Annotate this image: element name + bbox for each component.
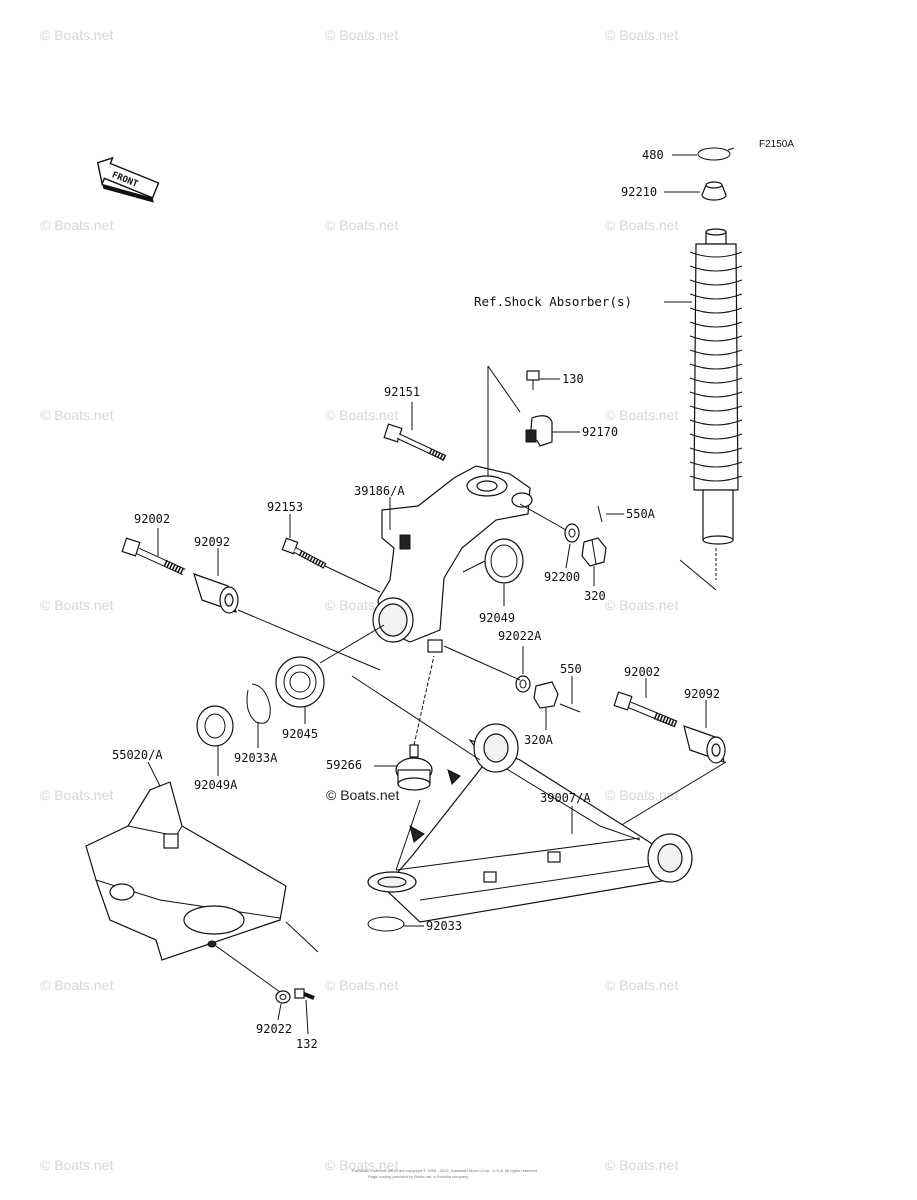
watermark: © Boats.net [325, 217, 398, 233]
a-arm-39007 [367, 723, 693, 923]
circlip-480 [697, 147, 735, 161]
oil-seal-92049 [484, 538, 524, 584]
part-label-132: 132 [296, 1037, 318, 1051]
bushing-92210 [701, 181, 727, 201]
watermark: © Boats.net [325, 977, 398, 993]
watermark: © Boats.net [605, 27, 678, 43]
guard-55020 [85, 781, 287, 961]
part-label-92022: 92022 [256, 1022, 292, 1036]
bolt-92002-left [121, 537, 186, 576]
circlip-92033A [246, 683, 271, 724]
part-label-92200: 92200 [544, 570, 580, 584]
part-label-550A: 550A [626, 507, 656, 521]
leader [324, 565, 381, 593]
part-label-320: 320 [584, 589, 606, 603]
watermark: © Boats.net [605, 977, 678, 993]
watermark: © Boats.net [325, 407, 398, 423]
bolt-92153 [281, 537, 327, 569]
knuckle-39186 [372, 465, 533, 653]
leader [413, 655, 435, 746]
front-arrow-icon: FRONT [96, 156, 160, 203]
part-label-92022A: 92022A [498, 629, 542, 643]
watermark: © Boats.net [40, 1157, 113, 1173]
washer-92200 [564, 523, 580, 543]
part-label-59266: 59266 [326, 758, 362, 772]
watermark: © Boats.net [40, 977, 113, 993]
part-label-92033A: 92033A [234, 751, 278, 765]
figure-code: F2150A [759, 139, 794, 150]
part-label-92210: 92210 [621, 185, 657, 199]
watermark: © Boats.net [605, 407, 678, 423]
cotter-pin-550A [597, 505, 603, 523]
leader [619, 761, 727, 827]
watermark: © Boats.net [40, 787, 113, 803]
nut-320A [533, 681, 559, 709]
part-label-92092-left: 92092 [194, 535, 230, 549]
part-label-55020: 55020/A [112, 748, 163, 762]
watermark: © Boats.net [325, 1157, 398, 1173]
oil-seal-92049A [196, 705, 234, 747]
part-label-92049A: 92049A [194, 778, 238, 792]
part-label-92151: 92151 [384, 385, 420, 399]
construction-lines [351, 365, 567, 761]
watermark: © Boats.net [605, 1157, 678, 1173]
leader [237, 609, 381, 671]
hosting-footer: Page hosting provided by Boats.net, a Pa… [368, 1174, 469, 1179]
callouts: 480 92210 Ref.Shock Absorber(s) 130 9215… [112, 148, 720, 1051]
leader [215, 945, 281, 993]
shock-absorber [679, 228, 743, 591]
watermark-inline: © Boats.net [326, 787, 399, 803]
watermark-layer: © Boats.net © Boats.net © Boats.net © Bo… [40, 27, 678, 1173]
ball-joint-59266 [395, 744, 433, 791]
watermark: © Boats.net [40, 217, 113, 233]
part-label-92045: 92045 [282, 727, 318, 741]
bolt-92002-right [613, 691, 678, 728]
part-label-92170: 92170 [582, 425, 618, 439]
leader [443, 645, 521, 681]
part-label-92153: 92153 [267, 500, 303, 514]
nut-320 [581, 537, 607, 567]
watermark: © Boats.net [40, 597, 113, 613]
copyright-footer: Kawasaki materials within are copyright … [352, 1168, 538, 1173]
part-label-92002-left: 92002 [134, 512, 170, 526]
reference-note: Ref.Shock Absorber(s) [474, 294, 632, 309]
washer-92022A [515, 675, 531, 693]
watermark: © Boats.net [605, 787, 678, 803]
watermark: © Boats.net [40, 27, 113, 43]
part-label-130: 130 [562, 372, 584, 386]
watermark: © Boats.net [605, 217, 678, 233]
collar-92092-right [683, 725, 726, 764]
part-label-320A: 320A [524, 733, 554, 747]
nut-92022 [275, 990, 291, 1004]
leader [319, 624, 385, 664]
leader [285, 921, 319, 953]
watermark: © Boats.net [325, 27, 398, 43]
part-label-550: 550 [560, 662, 582, 676]
part-label-92049: 92049 [479, 611, 515, 625]
part-label-39186: 39186/A [354, 484, 405, 498]
part-label-39007: 39007/A [540, 791, 591, 805]
watermark: © Boats.net [605, 597, 678, 613]
watermark: © Boats.net [40, 407, 113, 423]
bolt-92151 [383, 423, 448, 462]
leader [395, 799, 421, 871]
bolt-130 [526, 370, 540, 390]
bearing-92045 [275, 656, 325, 708]
part-label-92033: 92033 [426, 919, 462, 933]
clamp-92170 [525, 415, 553, 447]
part-label-92092-right: 92092 [684, 687, 720, 701]
cotter-pin-550 [559, 703, 581, 713]
circlip-92033 [367, 916, 405, 932]
collar-92092-left [193, 573, 239, 614]
bolt-132 [294, 988, 315, 1000]
part-label-480: 480 [642, 148, 664, 162]
part-label-92002-right: 92002 [624, 665, 660, 679]
